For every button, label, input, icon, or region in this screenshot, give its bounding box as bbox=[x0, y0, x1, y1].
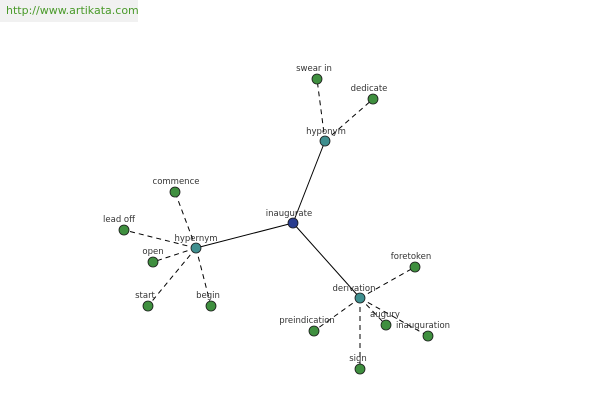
edge-hyponym-swear-in bbox=[316, 78, 326, 142]
node-augury[interactable]: augury bbox=[370, 310, 400, 331]
node-label-begin: begin bbox=[196, 291, 220, 301]
node-label-preindication: preindication bbox=[279, 316, 335, 326]
node-dot-derivation[interactable] bbox=[354, 292, 366, 304]
node-dot-start[interactable] bbox=[142, 300, 154, 312]
edge-hypernym-start bbox=[147, 247, 197, 307]
node-derivation[interactable]: derivation bbox=[332, 284, 376, 304]
node-start[interactable]: start bbox=[135, 291, 156, 312]
node-dot-commence[interactable] bbox=[169, 186, 181, 198]
node-preindication[interactable]: preindication bbox=[279, 316, 335, 337]
edge-hypernym-open bbox=[152, 247, 197, 263]
node-dot-inaugurate[interactable] bbox=[287, 217, 299, 229]
node-label-swear-in: swear in bbox=[296, 64, 332, 74]
edges-layer bbox=[123, 78, 429, 369]
node-hypernym[interactable]: hypernym bbox=[174, 234, 218, 254]
node-label-foretoken: foretoken bbox=[391, 252, 432, 262]
edge-inaugurate-hypernym bbox=[195, 222, 294, 249]
node-begin[interactable]: begin bbox=[196, 291, 220, 312]
edge-hyponym-dedicate bbox=[324, 98, 374, 142]
node-dot-preindication[interactable] bbox=[308, 325, 320, 337]
node-label-open: open bbox=[142, 247, 163, 257]
node-dot-dedicate[interactable] bbox=[367, 93, 379, 105]
node-dot-foretoken[interactable] bbox=[409, 261, 421, 273]
edge-hypernym-lead-off bbox=[123, 229, 197, 249]
edge-derivation-augury bbox=[359, 297, 387, 326]
edge-hypernym-begin bbox=[195, 247, 212, 307]
node-dot-swear-in[interactable] bbox=[311, 73, 323, 85]
node-swear-in[interactable]: swear in bbox=[296, 64, 332, 85]
edge-inaugurate-hyponym bbox=[292, 140, 326, 224]
node-label-derivation: derivation bbox=[332, 284, 375, 294]
node-label-sign: sign bbox=[349, 354, 367, 364]
edge-inaugurate-derivation bbox=[292, 222, 361, 299]
node-label-lead-off: lead off bbox=[103, 215, 136, 225]
node-label-dedicate: dedicate bbox=[351, 84, 388, 94]
site-url[interactable]: http://www.artikata.com bbox=[0, 0, 139, 22]
edge-hypernym-commence bbox=[174, 191, 197, 249]
node-label-hypernym: hypernym bbox=[174, 234, 217, 244]
node-label-inaugurate: inaugurate bbox=[266, 209, 312, 219]
node-commence[interactable]: commence bbox=[153, 177, 200, 198]
node-label-inauguration: inauguration bbox=[396, 321, 450, 331]
node-label-start: start bbox=[135, 291, 155, 301]
node-open[interactable]: open bbox=[142, 247, 164, 268]
node-sign[interactable]: sign bbox=[349, 354, 367, 375]
node-hyponym[interactable]: hyponym bbox=[306, 127, 346, 147]
edge-derivation-preindication bbox=[313, 297, 361, 332]
node-foretoken[interactable]: foretoken bbox=[391, 252, 432, 273]
node-label-hyponym: hyponym bbox=[306, 127, 346, 137]
node-dot-sign[interactable] bbox=[354, 363, 366, 375]
edge-derivation-inauguration bbox=[359, 297, 429, 337]
node-dot-inauguration[interactable] bbox=[422, 330, 434, 342]
nodes-layer: inaugurate hyponym hypernym derivation swear… bbox=[103, 64, 450, 375]
node-inaugurate[interactable]: inaugurate bbox=[266, 209, 312, 229]
node-label-commence: commence bbox=[153, 177, 200, 187]
node-dot-augury[interactable] bbox=[380, 319, 392, 331]
node-lead-off[interactable]: lead off bbox=[103, 215, 136, 236]
node-dot-hyponym[interactable] bbox=[319, 135, 331, 147]
node-dedicate[interactable]: dedicate bbox=[351, 84, 388, 105]
node-label-augury: augury bbox=[370, 310, 400, 320]
node-dot-open[interactable] bbox=[147, 256, 159, 268]
node-dot-lead-off[interactable] bbox=[118, 224, 130, 236]
node-inauguration[interactable]: inauguration bbox=[396, 321, 450, 342]
node-dot-begin[interactable] bbox=[205, 300, 217, 312]
node-dot-hypernym[interactable] bbox=[190, 242, 202, 254]
edge-derivation-foretoken bbox=[359, 266, 416, 299]
